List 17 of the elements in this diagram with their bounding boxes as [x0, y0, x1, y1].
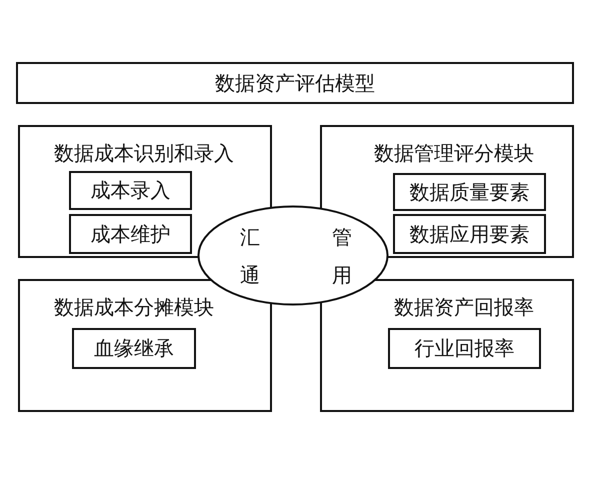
module-panel [18, 125, 272, 258]
module-heading: 数据资产回报率 [394, 295, 534, 319]
hub-text: 通 [240, 263, 260, 287]
component-box: 数据质量要素 [393, 173, 546, 211]
model-title-banner: 数据资产评估模型 [16, 62, 574, 104]
component-box: 行业回报率 [388, 328, 541, 369]
hub-text: 用 [332, 263, 352, 287]
component-box: 成本维护 [69, 214, 192, 254]
module-panel [320, 125, 574, 258]
hub-text: 管 [332, 225, 352, 249]
module-heading: 数据成本分摊模块 [54, 295, 214, 319]
module-heading: 数据成本识别和录入 [54, 141, 234, 165]
component-box: 血缘继承 [72, 328, 196, 369]
component-box: 数据应用要素 [393, 214, 546, 254]
component-box: 成本录入 [69, 171, 192, 210]
module-heading: 数据管理评分模块 [374, 141, 534, 165]
hub-text: 汇 [240, 225, 260, 249]
